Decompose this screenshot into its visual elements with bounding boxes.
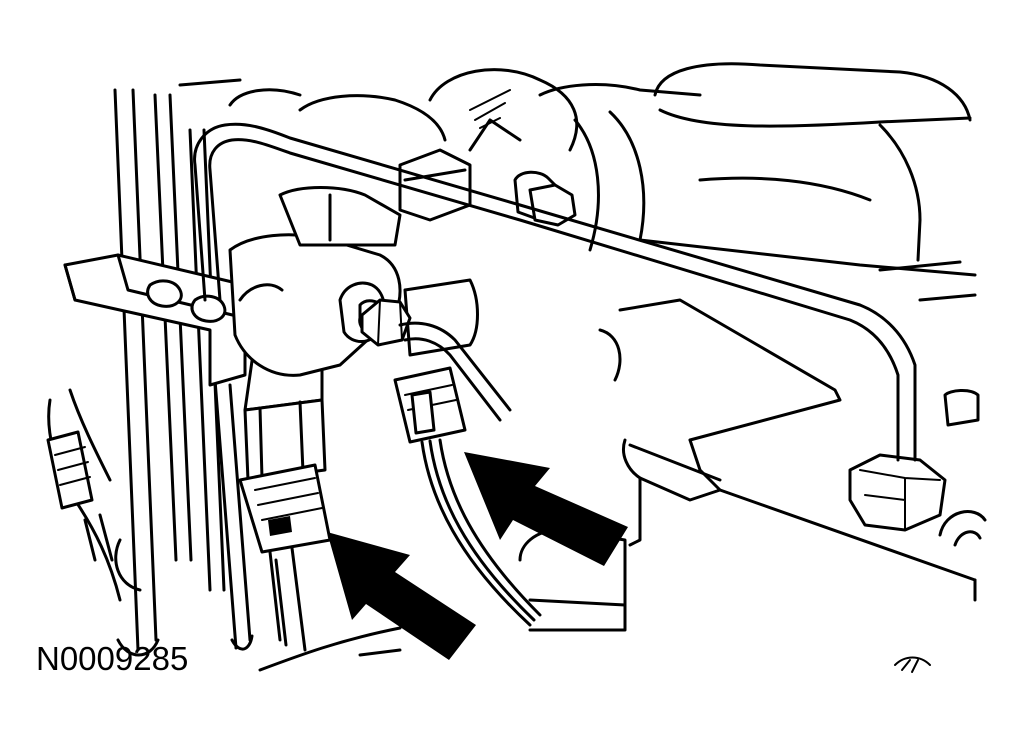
left-harness <box>46 388 142 602</box>
vertical-fuel-lines <box>113 88 254 657</box>
fuel-pipe-overhead <box>193 122 917 462</box>
callout-arrow-right <box>464 452 628 566</box>
left-pressure-sensor <box>238 328 332 652</box>
foreground-details <box>258 626 931 673</box>
callout-arrow-left <box>327 532 476 660</box>
engine-background <box>178 62 977 277</box>
center-pressure-sensor <box>393 278 542 627</box>
callout-arrows <box>327 452 628 660</box>
fuel-rail-hub <box>228 186 402 377</box>
tube-clamp-bracket <box>63 253 247 387</box>
fittings <box>360 170 980 532</box>
figure-id-label: N0009285 <box>36 640 189 677</box>
